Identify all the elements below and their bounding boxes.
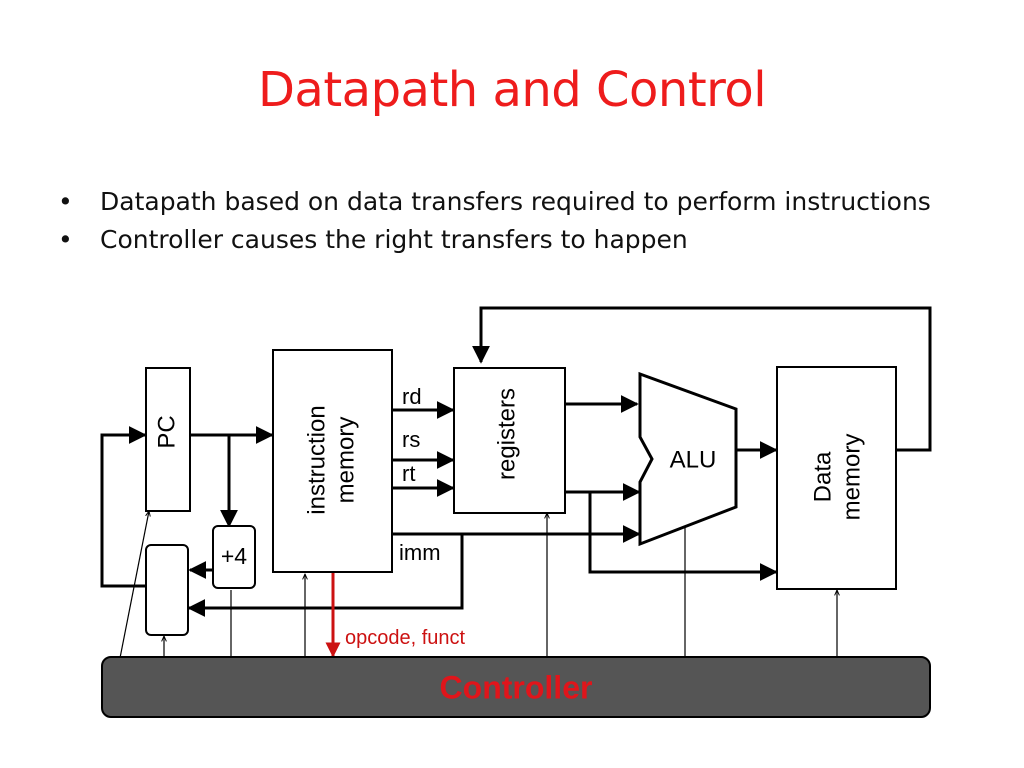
pc-block (145, 367, 191, 512)
writeback-wire (472, 306, 932, 452)
bullet-dot-icon: • (58, 187, 73, 216)
pc-label: PC (153, 415, 180, 448)
field-rd-label: rd (402, 384, 422, 409)
bullet-text: Controller causes the right transfers to… (100, 225, 688, 254)
controller-label: Controller (440, 669, 593, 705)
opcode-label: opcode, funct (345, 627, 466, 649)
field-rt-label: rt (402, 461, 415, 486)
mux-to-pc-wire (100, 426, 147, 588)
adder-block (212, 525, 256, 589)
data-memory-label-line1: Data (809, 451, 836, 502)
instruction-memory-block (272, 349, 393, 573)
registers-block (453, 367, 566, 514)
instruction-memory-label-line2: memory (332, 417, 359, 504)
imm-branch-wire (187, 534, 464, 617)
slide-title: Datapath and Control (257, 62, 767, 118)
controller-block (101, 656, 931, 718)
data-memory-block (776, 366, 897, 590)
data-memory-label-line2: memory (838, 434, 865, 521)
reg-to-dmem-wire (588, 492, 778, 581)
control-wire-pc (119, 511, 149, 659)
field-imm-label: imm (399, 540, 441, 565)
adder-label: +4 (221, 543, 247, 569)
alu-block (638, 371, 738, 547)
alu-label: ALU (670, 446, 717, 473)
bullet-text: Datapath based on data transfers require… (100, 187, 931, 216)
bullet-item: • Datapath based on data transfers requi… (58, 184, 938, 219)
bullet-item: • Controller causes the right transfers … (58, 222, 938, 257)
field-rs-label: rs (402, 427, 420, 452)
bullet-dot-icon: • (58, 225, 73, 254)
mux-block (145, 544, 189, 636)
registers-label: registers (493, 388, 520, 480)
bullet-list: • Datapath based on data transfers requi… (58, 184, 938, 260)
instruction-memory-label-line1: instruction (303, 405, 330, 514)
